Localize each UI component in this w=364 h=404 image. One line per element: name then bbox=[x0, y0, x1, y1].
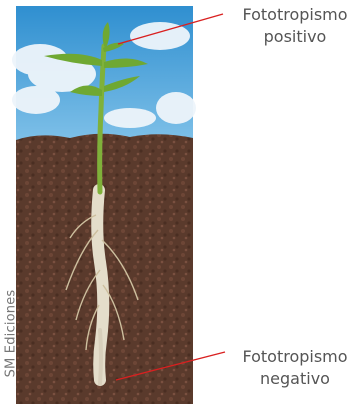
label-fototropismo-positivo: Fototropismo positivo bbox=[230, 4, 360, 48]
label-positivo-line2: positivo bbox=[230, 26, 360, 48]
label-negativo-line1: Fototropismo bbox=[230, 346, 360, 368]
label-negativo-line2: negativo bbox=[230, 368, 360, 390]
label-fototropismo-negativo: Fototropismo negativo bbox=[230, 346, 360, 390]
root-tip bbox=[100, 330, 101, 384]
label-positivo-line1: Fototropismo bbox=[230, 4, 360, 26]
photo-credit: SM Ediciones bbox=[4, 289, 19, 379]
